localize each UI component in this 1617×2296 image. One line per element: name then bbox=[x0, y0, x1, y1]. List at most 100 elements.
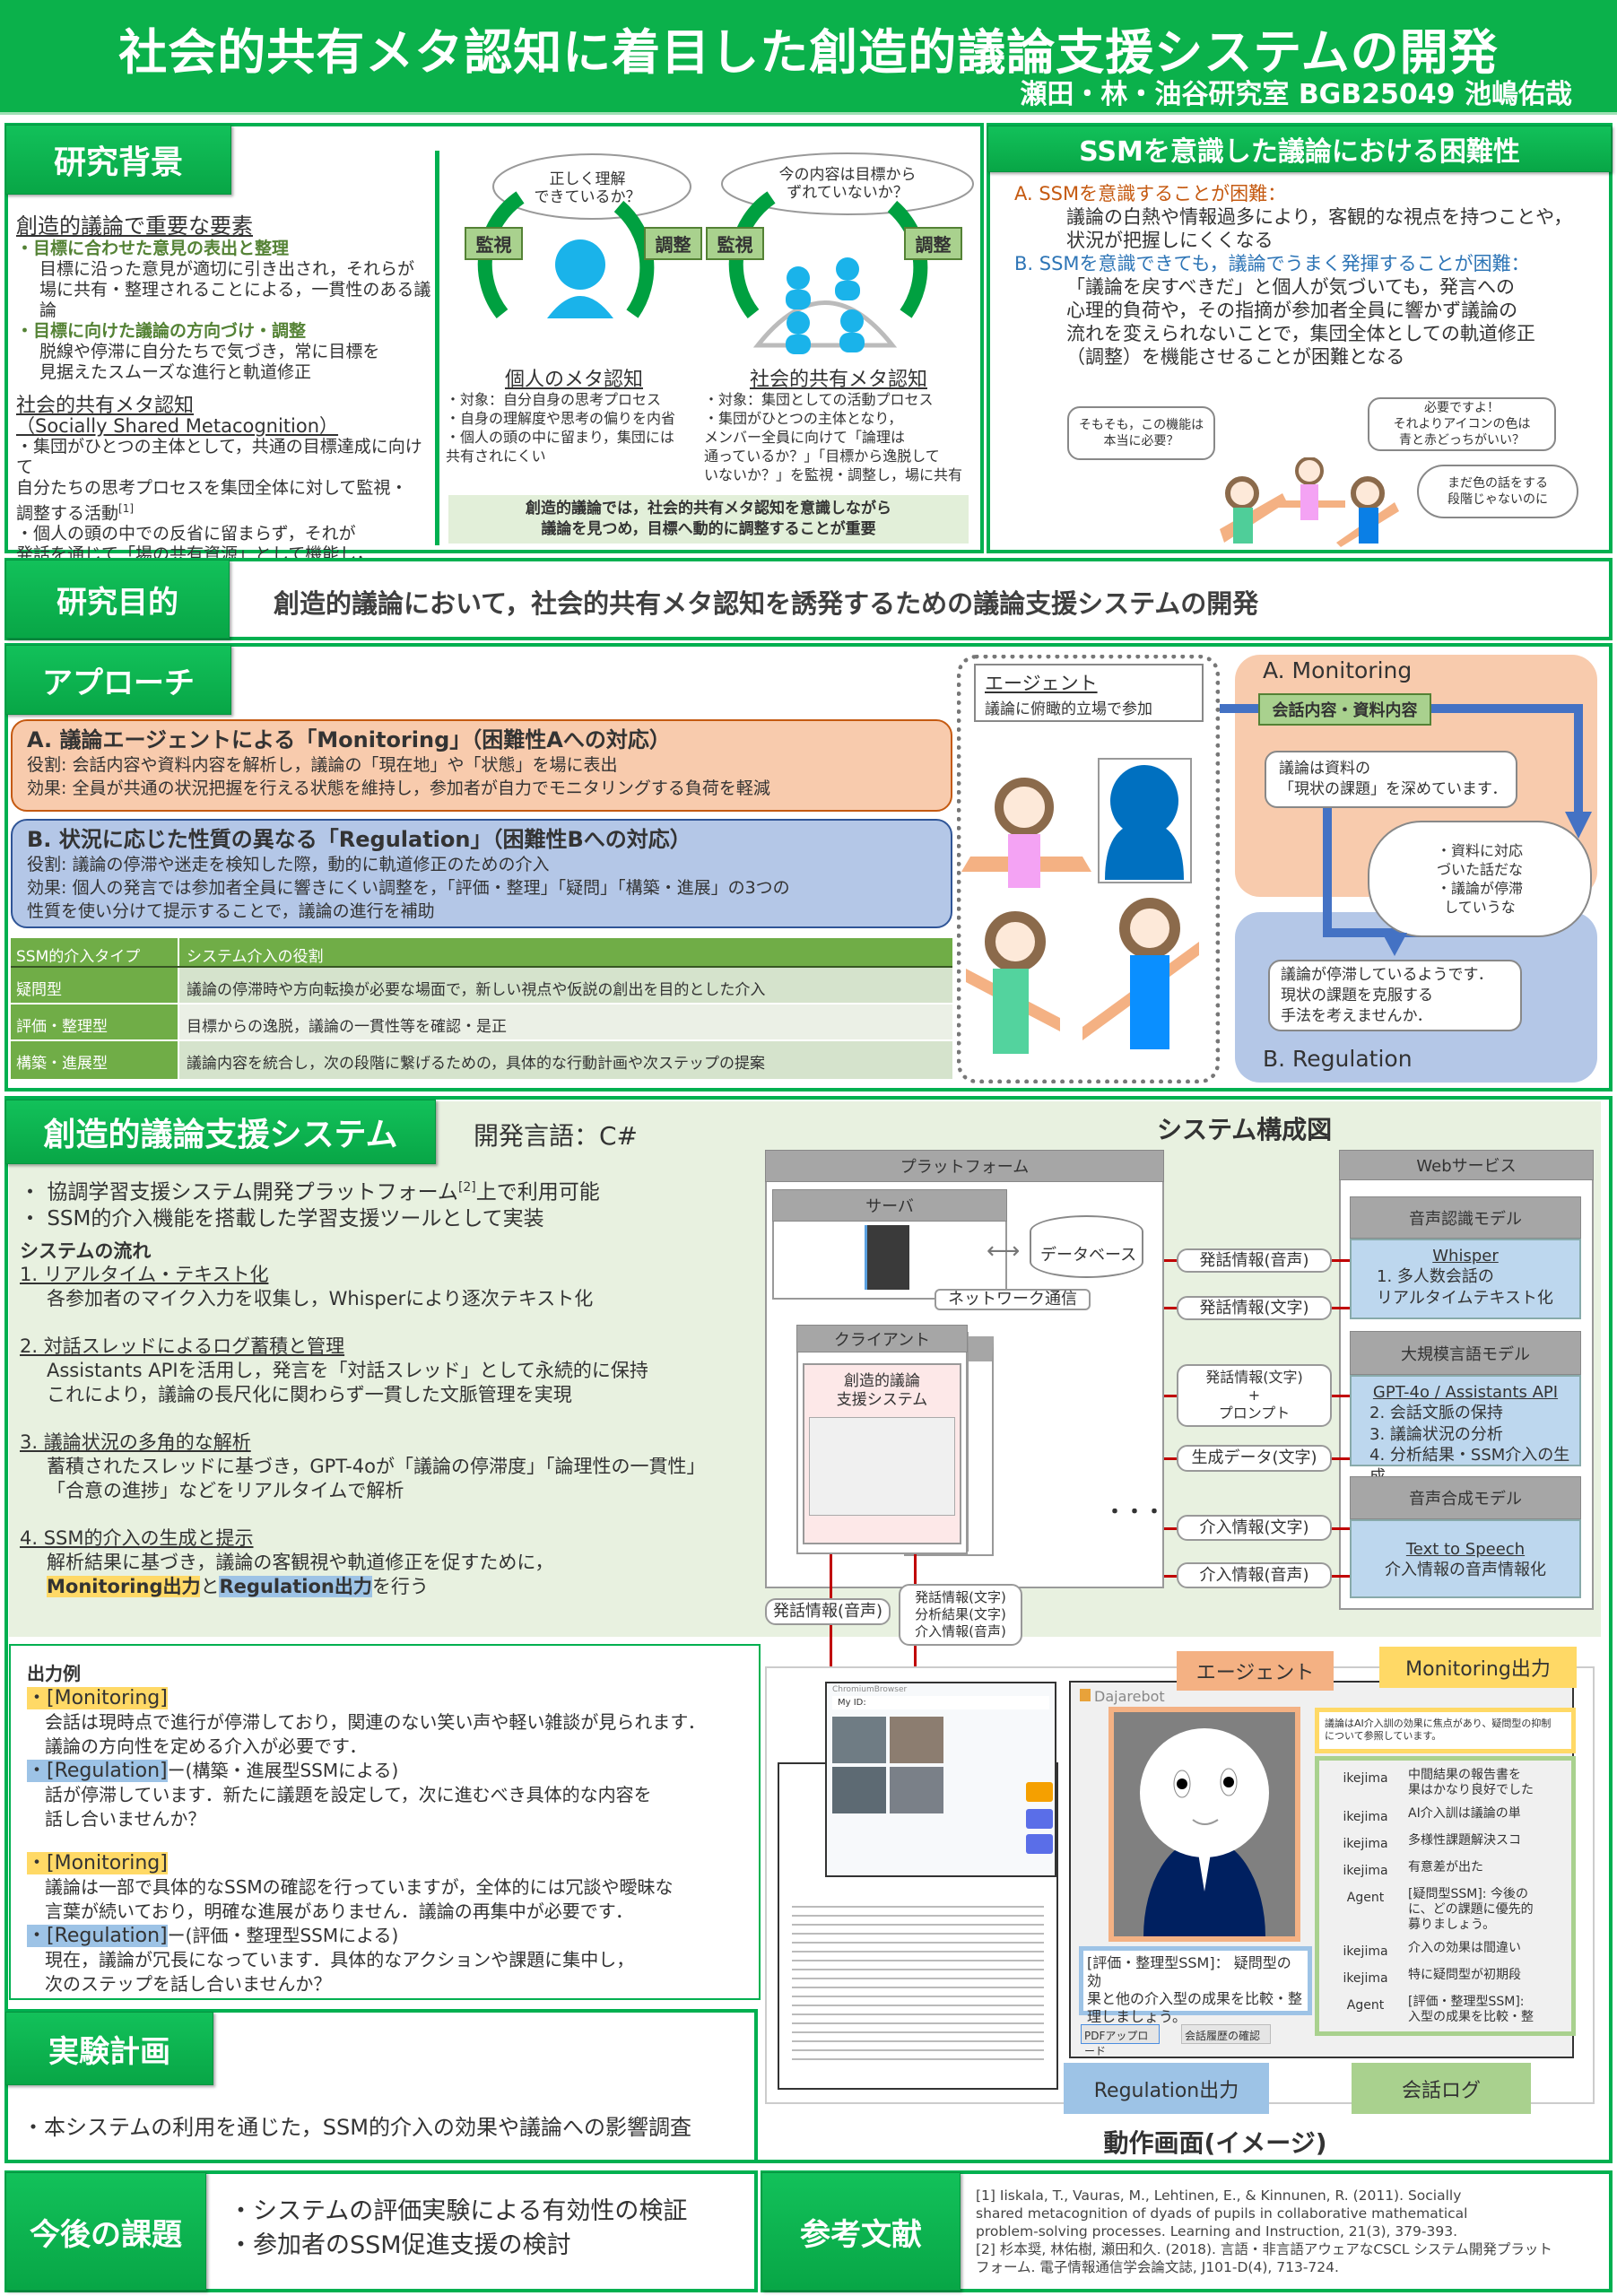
discussion-people-illustration bbox=[1220, 457, 1399, 547]
table-header-row: SSM的介入タイプ システム介入の役割 bbox=[11, 938, 952, 968]
table-header-role: システム介入の役割 bbox=[187, 948, 324, 966]
system-bullet-1: ・ 協調学習支援システム開発プラットフォーム[2]上で利用可能 bbox=[20, 1180, 600, 1205]
bidirectional-arrow-icon: ⟷ bbox=[987, 1238, 1021, 1265]
reference-2: [2] 杉本奨, 林佑樹, 瀬田和久. (2018). 言語・非言語アウェアなC… bbox=[976, 2241, 1552, 2275]
regulation-type-note: ー(構築・進展型SSMによる) bbox=[167, 1760, 399, 1781]
flow-label-speech-text: 発話情報(文字) bbox=[1177, 1296, 1332, 1320]
difficulty-text: A. SSMを意識することが困難： 議論の白熱や情報過多により，客観的な視点を持… bbox=[1014, 182, 1606, 369]
experiment-text: ・本システムの利用を通じた，SSM的介入の効果や議論への影響調査 bbox=[22, 2115, 691, 2140]
metacognition-diagram bbox=[477, 152, 974, 354]
pdf-upload-button[interactable]: PDFアップロード bbox=[1081, 2024, 1160, 2057]
element-1-title: ・目標に合わせた意見の表出と整理 bbox=[16, 239, 290, 258]
monitoring-role: 役割: 会話内容や資料内容を解析し，議論の「現在地」や「状態」を場に表出 bbox=[27, 755, 618, 775]
example-monitoring: ・[Monitoring] bbox=[27, 1686, 743, 1710]
individual-metacognition-points: ・対象：自分自身の思考プロセス ・自身の理解度や思考の偏りを内省 ・個人の頭の中… bbox=[446, 391, 676, 465]
development-language: 開発言語：C# bbox=[474, 1121, 639, 1151]
log-message: [疑問型SSM]: 今後の に、どの課題に優先的 募りましょう。 bbox=[1408, 1887, 1534, 1932]
individual-person-icon bbox=[547, 239, 613, 318]
regulation-output-highlight: Regulation出力 bbox=[219, 1575, 372, 1597]
example-regulation: ・[Regulation]ー(構築・進展型SSMによる) bbox=[27, 1759, 743, 1783]
flow-label-intervention-text: 介入情報(文字) bbox=[1177, 1515, 1332, 1541]
difficulty-a-title: A. SSMを意識することが困難： bbox=[1014, 183, 1287, 204]
thought-bubble: まだ色の話をする 段階じゃないのに bbox=[1417, 465, 1578, 518]
log-message: 介入の効果は間違い bbox=[1408, 1941, 1521, 1955]
log-speaker: Agent bbox=[1346, 1891, 1385, 1905]
ref-1[interactable]: [1] bbox=[118, 502, 135, 515]
app-icon bbox=[1080, 1689, 1091, 1701]
agent-face-frame bbox=[1108, 1707, 1300, 1942]
tts-label: Text to Speech bbox=[1405, 1540, 1526, 1559]
table-cell-type: 評価・整理型 bbox=[11, 1004, 179, 1039]
record-button[interactable] bbox=[1026, 1782, 1053, 1802]
log-message: [評価・整理型SSM]: 入型の成果を比較・整 bbox=[1408, 1995, 1534, 2024]
flow-title: システムの流れ bbox=[20, 1239, 152, 1262]
background-tab: 研究背景 bbox=[5, 125, 231, 195]
background-text: 創造的議論で重要な要素 ・目標に合わせた意見の表出と整理 目標に沿った意見が適切… bbox=[16, 213, 433, 586]
regulation-arrow bbox=[1382, 933, 1407, 956]
speech-bubble-1: そもそも，この機能は 本当に必要？ bbox=[1067, 406, 1215, 460]
element-1-body: 目標に沿った意見が適切に引き出され，それらが 場に共有・整理されることによる，一… bbox=[39, 259, 431, 320]
app-title-text: Dajarebot bbox=[1094, 1688, 1165, 1705]
llm-model: GPT-4o / Assistants API 2. 会話文脈の保持 3. 議論… bbox=[1350, 1375, 1581, 1486]
my-id-field[interactable]: My ID: bbox=[832, 1696, 1049, 1709]
llm-header: 大規模言語モデル bbox=[1350, 1331, 1581, 1375]
poster-header: 社会的共有メタ認知に着目した創造的議論支援システムの開発 瀬田・林・油谷研究室 … bbox=[0, 0, 1617, 115]
history-button[interactable]: 会話履歴の確認 bbox=[1181, 2024, 1271, 2044]
regulation-approach-box: B. 状況に応じた性質の異なる「Regulation」（困難性Bへの対応） 役割… bbox=[11, 819, 952, 928]
log-row: Agent [評価・整理型SSM]: 入型の成果を比較・整 bbox=[1323, 1995, 1568, 2025]
adjust-label-individual: 調整 bbox=[644, 227, 702, 260]
cloud-social-text: 今の内容は目標から ずれていないか？ bbox=[778, 166, 917, 202]
system-tab: 創造的議論支援システム bbox=[5, 1100, 436, 1164]
output-examples-box: 出力例 ・[Monitoring] 会話は現時点で進行が停滞しており，関連のない… bbox=[9, 1644, 761, 2000]
purpose-text: 創造的議論において，社会的共有メタ認知を誘発するための議論支援システムの開発 bbox=[274, 588, 1259, 619]
ref-2[interactable]: [2] bbox=[457, 1180, 476, 1195]
participants-illustration bbox=[961, 778, 1199, 1054]
log-speaker: Agent bbox=[1346, 1998, 1385, 2013]
group-persons-icon bbox=[752, 257, 898, 354]
agent-label: エージェント bbox=[985, 673, 1098, 694]
client-app-label: 創造的議論 支援システム bbox=[836, 1372, 928, 1409]
thought-cloud-social bbox=[721, 152, 974, 215]
monitoring-output-text: 議論はAI介入訓の効果に焦点があり、疑問型の抑制 について参照しています。 bbox=[1315, 1708, 1576, 1753]
log-message: 多様性課題解決スコ bbox=[1408, 1833, 1521, 1848]
regulation-tag: ・[Regulation] bbox=[27, 1925, 168, 1947]
regulation-role: 役割: 議論の停滞や迷走を検知した際，動的に軌道修正のための介入 bbox=[27, 855, 550, 874]
social-metacognition-points: ・対象：集団としての活動プロセス ・集団がひとつの主体となり， メンバー全員に向… bbox=[704, 391, 963, 483]
purpose-tab: 研究目的 bbox=[5, 560, 230, 639]
video-grid bbox=[832, 1717, 949, 1813]
background-summary: 創造的議論では，社会的共有メタ認知を意識しながら 議論を見つめ，目標へ動的に調整… bbox=[448, 495, 969, 544]
regulation-approach-title: B. 状況に応じた性質の異なる「Regulation」（困難性Bへの対応） bbox=[27, 827, 691, 852]
example-body: 現在，議論が冗長になっています．具体的なアクションや課題に集中し， 次のステップ… bbox=[45, 1949, 635, 1995]
regulation-label: B. Regulation bbox=[1263, 1046, 1413, 1072]
log-speaker: ikejima bbox=[1343, 1810, 1388, 1824]
server-header: サーバ bbox=[772, 1189, 1007, 1222]
regulation-callout-label: Regulation出力 bbox=[1064, 2063, 1269, 2114]
log-speaker: ikejima bbox=[1343, 1837, 1388, 1851]
flow-label-speech-audio: 発話情報(音声) bbox=[1177, 1248, 1332, 1273]
social-metacognition-title: 社会的共有メタ認知 bbox=[749, 369, 927, 391]
whisper-desc: 1. 多人数会話の リアルタイムテキスト化 bbox=[1377, 1267, 1553, 1308]
log-speaker: ikejima bbox=[1343, 1771, 1388, 1786]
individual-metacognition-title: 個人のメタ認知 bbox=[504, 369, 643, 391]
browser-window[interactable]: ChromiumBrowser My ID: bbox=[825, 1682, 1056, 1877]
step-3-body: 蓄積されたスレッドに基づき，GPT-4oが「議論の停滞度」「論理性の一貫性」 「… bbox=[47, 1455, 706, 1501]
example-body: 会話は現時点で進行が停滞しており，関連のない笑い声や軽い雑談が見られます． 議論… bbox=[45, 1711, 706, 1757]
step-3-title: 3. 議論状況の多角的な解析 bbox=[20, 1431, 251, 1453]
tts-desc: 介入情報の音声情報化 bbox=[1385, 1561, 1546, 1580]
database-icon bbox=[1030, 1215, 1143, 1278]
stop-button[interactable] bbox=[1026, 1834, 1053, 1854]
input-content-label: 会話内容・資料内容 bbox=[1258, 693, 1431, 726]
cloud-individual-text: 正しく理解 できているか？ bbox=[534, 170, 641, 206]
start-button[interactable] bbox=[1026, 1809, 1053, 1829]
agent-thought-cloud: ・資料に対応 づいた話だな ・議論が停滞 していうな bbox=[1368, 821, 1592, 937]
client-app: 創造的議論 支援システム bbox=[803, 1363, 961, 1544]
agent-face-icon bbox=[1140, 1728, 1269, 1936]
monitoring-approach-box: A. 議論エージェントによる「Monitoring」（困難性Aへの対応） 役割:… bbox=[11, 719, 952, 812]
difficulty-b-title: B. SSMを意識できても，議論でうまく発揮することが困難： bbox=[1014, 253, 1530, 274]
step-2-title: 2. 対話スレッドによるログ蓄積と管理 bbox=[20, 1335, 345, 1357]
regulation-type-note: ー(評価・整理型SSMによる) bbox=[167, 1925, 399, 1946]
video-tile bbox=[890, 1717, 943, 1763]
